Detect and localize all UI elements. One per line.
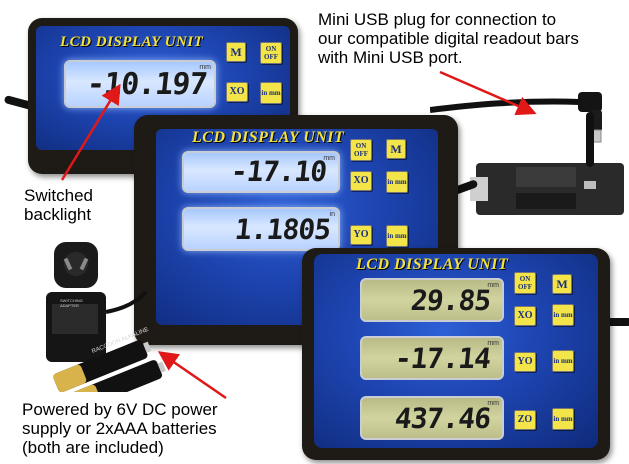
bottom-unit-cable xyxy=(606,318,629,326)
xo-button[interactable]: XO xyxy=(514,306,536,326)
display-unit-bottom: LCD DISPLAY UNIT 29.85 mm -17.14 mm 437.… xyxy=(302,248,610,460)
bottom-unit-lcd-1: 29.85 mm xyxy=(360,278,504,322)
yo-button[interactable]: YO xyxy=(350,225,372,245)
middle-unit-lcd-2: 1.1805 in xyxy=(182,207,340,251)
power-callout-line1: Powered by 6V DC power xyxy=(22,400,218,419)
top-unit-unit: mm xyxy=(199,64,211,71)
m-button[interactable]: M xyxy=(386,139,406,159)
m-button[interactable]: M xyxy=(552,274,572,294)
top-unit-lcd: -10.197 mm xyxy=(64,60,216,108)
power-callout-line3: (both are included) xyxy=(22,438,164,457)
zo-button[interactable]: ZO xyxy=(514,410,536,430)
in-mm-button-z[interactable]: in mm xyxy=(552,408,574,430)
m-button[interactable]: M xyxy=(226,42,246,62)
on-off-button[interactable]: ON OFF xyxy=(514,272,536,294)
yo-button[interactable]: YO xyxy=(514,352,536,372)
adapter-label: SWITCHING ADAPTER xyxy=(60,298,83,308)
bottom-unit-unit-2: mm xyxy=(487,340,499,347)
readout-bar-display xyxy=(516,167,576,187)
bottom-unit-title: LCD DISPLAY UNIT xyxy=(356,256,509,273)
bottom-unit-face: LCD DISPLAY UNIT 29.85 mm -17.14 mm 437.… xyxy=(314,254,598,448)
in-mm-button-y[interactable]: in mm xyxy=(386,225,408,247)
middle-unit-lcd-1: -17.10 mm xyxy=(182,151,340,193)
bottom-unit-unit-3: mm xyxy=(487,400,499,407)
backlight-arrow xyxy=(60,83,121,181)
on-off-button[interactable]: ON OFF xyxy=(260,42,282,64)
power-adapter-image xyxy=(46,242,166,392)
middle-unit-title: LCD DISPLAY UNIT xyxy=(192,129,345,146)
usb-callout-line3: with Mini USB port. xyxy=(318,48,463,67)
backlight-callout-line1: Switched xyxy=(24,186,93,205)
display-unit-top: LCD DISPLAY UNIT -10.197 mm M ON OFF XO … xyxy=(28,18,298,174)
xo-button[interactable]: XO xyxy=(350,171,372,191)
xo-button[interactable]: XO xyxy=(226,82,248,102)
in-mm-button-y[interactable]: in mm xyxy=(552,350,574,372)
middle-unit-unit-1: mm xyxy=(323,155,335,162)
bottom-unit-lcd-2: -17.14 mm xyxy=(360,336,504,380)
in-mm-button[interactable]: in mm xyxy=(260,82,282,104)
middle-unit-unit-2: in xyxy=(329,211,335,218)
mini-usb-port-icon xyxy=(584,181,596,189)
bottom-unit-lcd-3: 437.46 mm xyxy=(360,396,504,440)
backlight-callout-line2: backlight xyxy=(24,205,92,224)
usb-callout-line2: our compatible digital readout bars xyxy=(318,29,579,48)
readout-bar-buttons xyxy=(516,193,576,209)
usb-arrow xyxy=(439,70,537,116)
readout-bar-cable xyxy=(586,112,594,167)
power-callout-line2: supply or 2xAAA batteries xyxy=(22,419,217,438)
usb-callout-line1: Mini USB plug for connection to xyxy=(318,10,557,29)
in-mm-button-x[interactable]: in mm xyxy=(386,171,408,193)
in-mm-button-x[interactable]: in mm xyxy=(552,304,574,326)
power-arrow xyxy=(157,351,227,400)
bottom-unit-unit-1: mm xyxy=(487,282,499,289)
top-unit-title: LCD DISPLAY UNIT xyxy=(60,34,204,50)
on-off-button[interactable]: ON OFF xyxy=(350,139,372,161)
